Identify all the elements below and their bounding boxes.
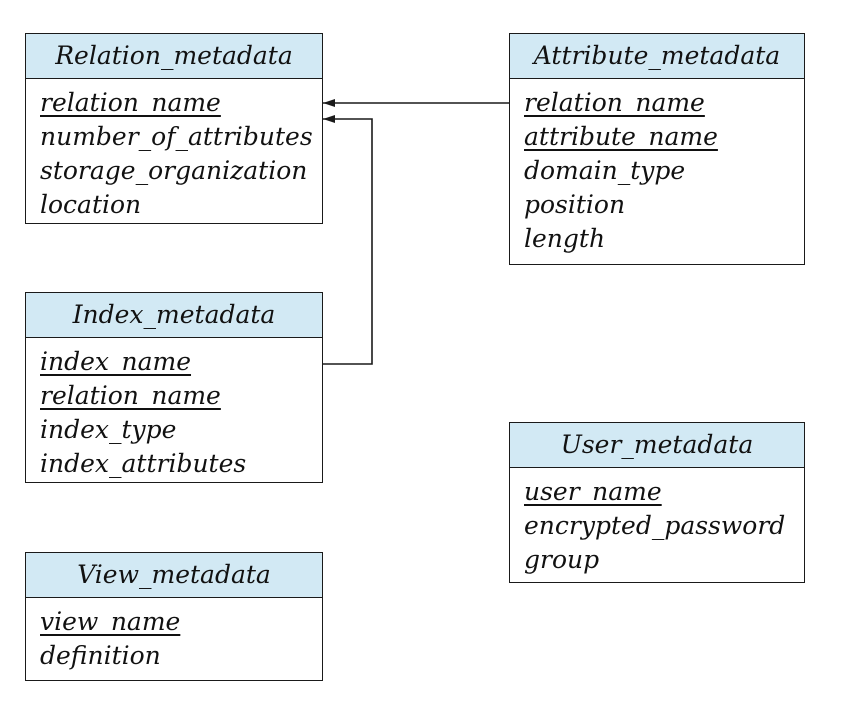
index-to-relation-arrow: [322, 115, 373, 365]
attribute-attribute-name: attribute_name: [524, 122, 718, 151]
user-metadata-table: User_metadata user_name encrypted_passwo…: [509, 422, 805, 583]
relation-metadata-title: Relation_metadata: [26, 34, 322, 79]
attribute-index-name: index_name: [40, 347, 192, 376]
attribute-user-name: user_name: [524, 477, 662, 506]
attribute-index-attributes: index_attributes: [40, 449, 247, 478]
index-metadata-table: Index_metadata index_name relation_name …: [25, 292, 323, 483]
attribute-metadata-attributes: relation_name attribute_name domain_type…: [510, 79, 804, 256]
relation-metadata-attributes: relation_name number_of_attributes stora…: [26, 79, 322, 222]
attribute-view-name: view_name: [40, 607, 181, 636]
attribute-domain-type: domain_type: [524, 156, 686, 185]
attribute-relation-name: relation_name: [40, 88, 221, 117]
attribute-metadata-title: Attribute_metadata: [510, 34, 804, 79]
attribute-group: group: [524, 545, 600, 574]
relation-metadata-table: Relation_metadata relation_name number_o…: [25, 33, 323, 224]
attribute-number-of-attributes: number_of_attributes: [40, 122, 313, 151]
view-metadata-attributes: view_name definition: [26, 598, 322, 673]
attribute-definition: definition: [40, 641, 161, 670]
attribute-index-type: index_type: [40, 415, 177, 444]
view-metadata-title: View_metadata: [26, 553, 322, 598]
attribute-relation-name: relation_name: [524, 88, 705, 117]
index-metadata-attributes: index_name relation_name index_type inde…: [26, 338, 322, 481]
index-metadata-title: Index_metadata: [26, 293, 322, 338]
attribute-encrypted-password: encrypted_password: [524, 511, 786, 540]
user-metadata-attributes: user_name encrypted_password group: [510, 468, 804, 577]
attribute-length: length: [524, 224, 606, 253]
attribute-location: location: [40, 190, 142, 219]
user-metadata-title: User_metadata: [510, 423, 804, 468]
attribute-metadata-table: Attribute_metadata relation_name attribu…: [509, 33, 805, 265]
attribute-relation-name: relation_name: [40, 381, 221, 410]
view-metadata-table: View_metadata view_name definition: [25, 552, 323, 681]
attribute-storage-organization: storage_organization: [40, 156, 308, 185]
attribute-position: position: [524, 190, 626, 219]
